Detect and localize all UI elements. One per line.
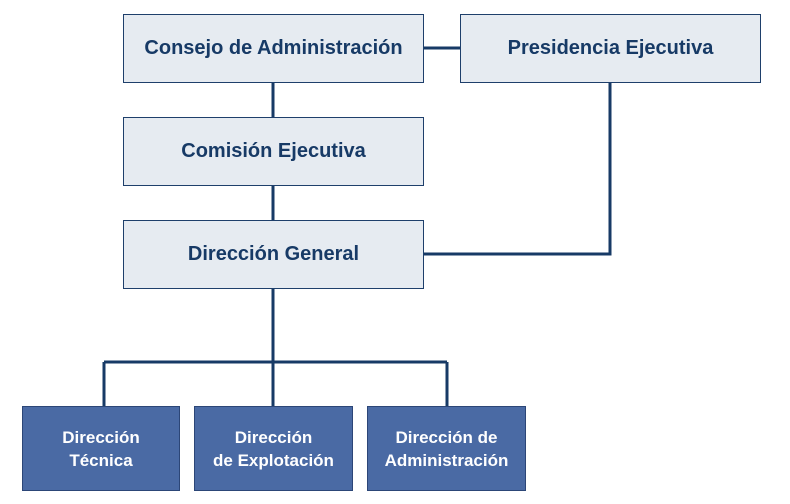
node-direccion-administracion-line2: Administración <box>384 450 509 470</box>
node-direccion-tecnica-line2: Técnica <box>69 450 133 470</box>
node-direccion-explotacion: Dirección de Explotación <box>194 406 353 491</box>
node-direccion-administracion-line1: Dirección de <box>395 427 498 447</box>
node-direccion-explotacion-line2: de Explotación <box>213 450 334 470</box>
node-direccion-tecnica: Dirección Técnica <box>22 406 180 491</box>
node-direccion-explotacion-line1: Dirección <box>234 427 313 447</box>
node-consejo-de-administracion: Consejo de Administración <box>123 14 424 83</box>
node-comision-label: Comisión Ejecutiva <box>181 140 366 162</box>
node-consejo-label: Consejo de Administración <box>144 37 403 59</box>
node-direccion-general: Dirección General <box>123 220 424 289</box>
node-presidencia-label: Presidencia Ejecutiva <box>507 37 714 59</box>
connector-presidencia-direccion <box>424 83 612 256</box>
node-comision-ejecutiva: Comisión Ejecutiva <box>123 117 424 186</box>
node-direccion-administracion: Dirección de Administración <box>367 406 526 491</box>
node-direccion-general-label: Dirección General <box>187 243 360 265</box>
node-presidencia-ejecutiva: Presidencia Ejecutiva <box>460 14 761 83</box>
node-direccion-tecnica-line1: Dirección <box>62 427 140 447</box>
